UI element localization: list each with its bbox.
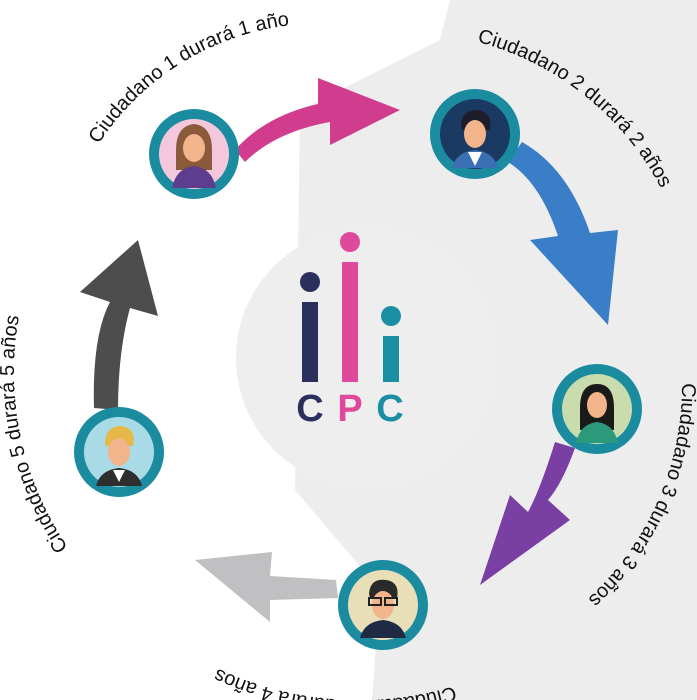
logo-letter-c2: C [376,388,403,430]
logo-dot-left [300,272,320,292]
logo-bar-right [383,336,399,382]
avatar-citizen-2 [430,89,520,179]
avatar-citizen-3 [552,364,642,454]
logo-letter-p: P [337,388,362,430]
center-circle [236,228,496,488]
logo-dot-middle [340,232,360,252]
logo-bar-middle [342,262,358,382]
cpc-logo: C P C [296,232,404,430]
avatar-citizen-5 [74,407,164,497]
arrow-citizen-4 [195,552,338,622]
logo-dot-right [381,306,401,326]
arrow-citizen-1 [235,78,400,162]
arrow-citizen-2 [508,142,618,325]
avatar-citizen-1 [149,109,239,199]
arrow-citizen-3 [480,442,575,585]
logo-letter-c1: C [296,388,323,430]
background-shape [295,0,697,700]
label-citizen-5: Ciudadano 5 durará 5 años [0,313,72,557]
avatar-citizen-4 [338,560,428,650]
logo-bar-left [302,302,318,382]
arrow-citizen-5 [80,240,158,410]
